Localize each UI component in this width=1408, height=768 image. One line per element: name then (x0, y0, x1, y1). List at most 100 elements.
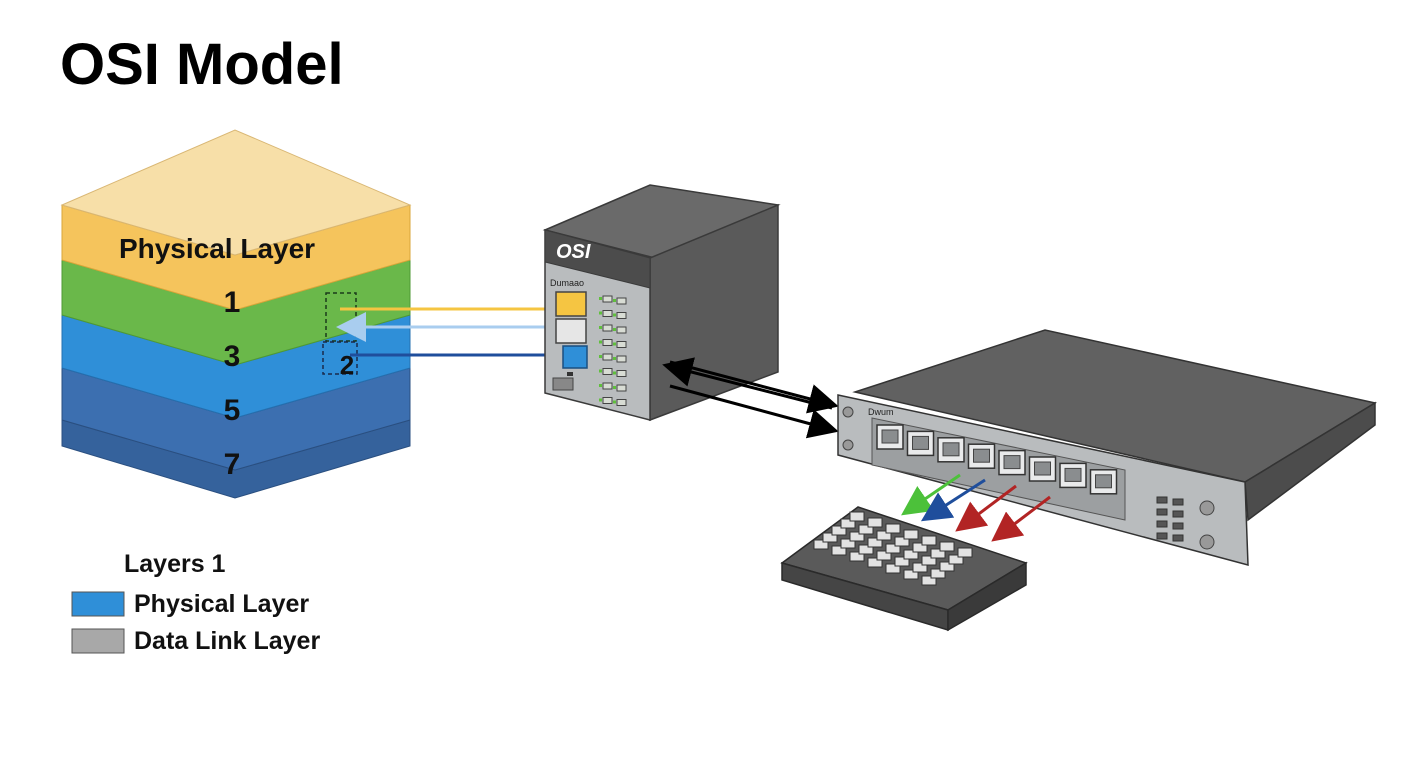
server-led (602, 397, 613, 404)
keypad-key (921, 555, 937, 566)
ethernet-port (1028, 456, 1057, 482)
server-led-light (599, 384, 602, 387)
switch-screw-right-bottom (1199, 534, 1215, 550)
server-led (616, 341, 627, 348)
keypad-key (885, 543, 901, 554)
server-led-light (613, 328, 616, 331)
server-led (602, 382, 613, 390)
switch-led (1156, 520, 1168, 528)
arrow-black-upper (669, 360, 839, 414)
keypad-key (939, 561, 955, 572)
server-led-light (599, 326, 602, 329)
keypad-key (921, 575, 937, 586)
keypad-key (867, 557, 883, 568)
keypad-key (930, 568, 946, 579)
stack-top-label: Physical Layer (119, 233, 315, 264)
legend-swatch-physical (71, 591, 125, 617)
switch-screw-left-bottom (842, 439, 854, 451)
keypad-key (840, 538, 856, 549)
server-led (616, 312, 627, 319)
server-led-light (613, 299, 616, 302)
keypad-key (885, 563, 901, 574)
server-led-light (613, 400, 616, 404)
keypad-key (921, 535, 937, 546)
server-led (616, 355, 627, 363)
server-led-light (599, 340, 602, 344)
keypad-key (840, 518, 856, 529)
ethernet-port-socket (881, 429, 899, 444)
server-led (602, 324, 613, 332)
switch-port-row (876, 424, 1118, 495)
keypad-key (903, 529, 919, 540)
keypad-key (903, 549, 919, 560)
server-led-light (599, 297, 602, 300)
keypad-key (831, 545, 847, 556)
ethernet-port-socket (1064, 467, 1082, 482)
osi-layer-stack: Physical Layer 1 3 5 7 2 (60, 129, 412, 499)
legend-label-data-link: Data Link Layer (134, 627, 320, 655)
switch-led (1172, 498, 1184, 506)
server-sub-label: Dumaao (550, 278, 584, 288)
network-switch: Dwum (837, 329, 1377, 566)
keypad-key (930, 548, 946, 559)
layer-label-5: 5 (224, 394, 241, 427)
keypad-key (867, 537, 883, 548)
keypad-key (894, 556, 910, 567)
keypad-key (858, 524, 874, 535)
server-slot-grey (555, 318, 587, 344)
server-led (602, 295, 613, 303)
switch-led (1156, 508, 1168, 516)
server-label-band (544, 229, 651, 289)
server-usb-port (552, 377, 574, 391)
ethernet-port-socket (1095, 474, 1112, 489)
keypad-key (912, 542, 928, 553)
page-title: OSI Model (60, 32, 344, 97)
keypad-key (885, 523, 901, 534)
switch-side (1244, 401, 1376, 522)
layer-label-7: 7 (224, 448, 241, 481)
server-label: OSI (556, 241, 591, 263)
switch-led (1172, 522, 1184, 530)
keypad-key (876, 530, 892, 541)
switch-led (1172, 534, 1184, 542)
keypad-key (822, 532, 838, 543)
server-led-light (613, 313, 616, 317)
server-indicator (567, 372, 573, 376)
layer-label-3: 3 (224, 340, 241, 373)
server-led (616, 326, 627, 334)
server-led (602, 353, 613, 361)
ethernet-port-socket (942, 442, 960, 457)
keypad-key (849, 551, 865, 562)
server-led (616, 297, 627, 305)
server-slot-blue (562, 345, 588, 369)
server-led-light (599, 398, 602, 402)
keypad-key (849, 511, 865, 522)
ethernet-port (937, 437, 965, 463)
keypad-key-grid (813, 511, 973, 586)
switch-led (1156, 496, 1168, 504)
server-led-grid (599, 295, 627, 406)
ethernet-port-socket (973, 448, 990, 463)
keypad-key (903, 569, 919, 580)
keypad-key (948, 554, 964, 565)
server-led-light (613, 342, 616, 346)
keypad-key (858, 544, 874, 555)
arrow-red-right (991, 495, 1051, 542)
arrow-blue-down (920, 478, 986, 522)
switch-led-grid (1156, 496, 1184, 542)
server-led-light (599, 355, 602, 358)
server-led-light (613, 371, 616, 375)
server-led (602, 339, 613, 346)
arrow-black-return (662, 357, 833, 410)
ethernet-port-socket (1003, 455, 1021, 470)
server-led-light (599, 311, 602, 315)
switch-led (1156, 532, 1168, 540)
keypad-key (912, 562, 928, 573)
server-led-light (613, 357, 616, 360)
server-led (616, 399, 627, 406)
legend: Layers 1 Physical Layer Data Link Layer (71, 550, 320, 655)
legend-title: Layers 1 (124, 550, 226, 578)
layer-label-1: 1 (224, 286, 241, 319)
